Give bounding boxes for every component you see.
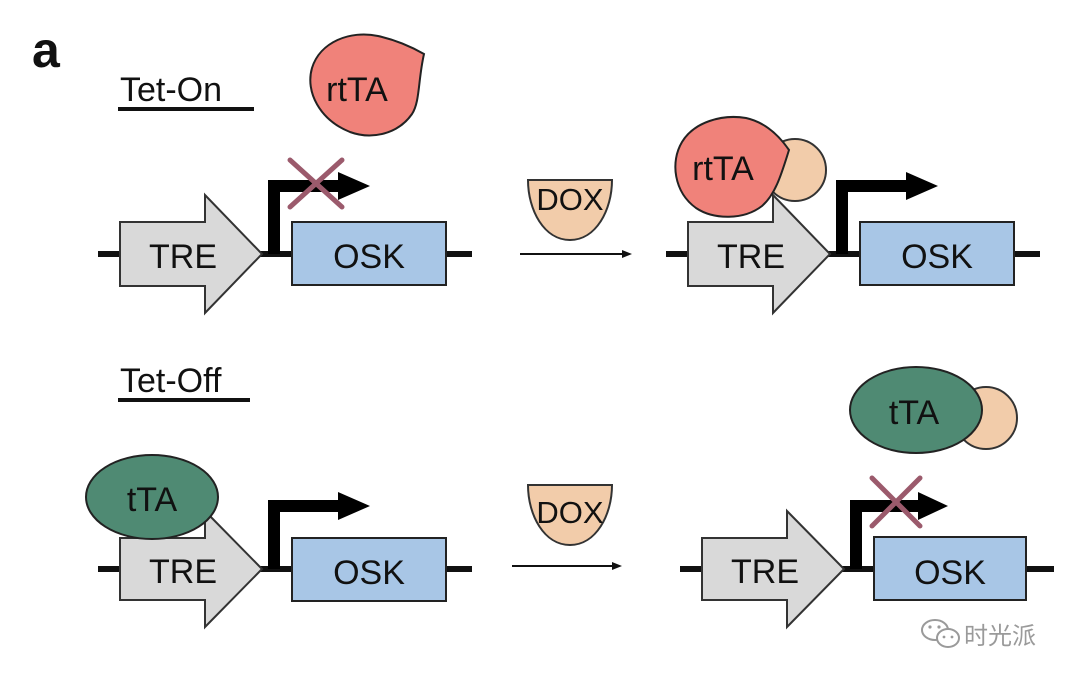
watermark-text: 时光派 — [964, 622, 1036, 650]
dox-molecule — [526, 179, 614, 242]
tet-off-before-construct: TRE OSK tTA — [85, 454, 472, 630]
wechat-icon — [921, 619, 960, 648]
tta-label: tTA — [889, 394, 940, 432]
tet-on-title-underline — [118, 107, 254, 111]
tet-on-panel: Tet-On TRE OSK rtTA DOX — [98, 33, 1040, 316]
dox-label: DOX — [536, 182, 604, 217]
transcription-start-arrow — [836, 180, 908, 254]
tet-off-title-underline — [118, 398, 250, 402]
tta-protein — [849, 366, 983, 454]
arrowhead — [918, 492, 948, 520]
tre-label: TRE — [149, 238, 217, 276]
dox-label: DOX — [536, 495, 604, 530]
tre-label: TRE — [149, 553, 217, 591]
arrowhead — [338, 172, 370, 200]
inhibition-cross-icon — [287, 157, 345, 210]
osk-gene — [291, 537, 447, 602]
tre-label: TRE — [731, 553, 799, 591]
tet-off-title: Tet-Off — [120, 362, 222, 400]
osk-label: OSK — [901, 238, 973, 276]
rtta-label: rtTA — [326, 71, 388, 109]
rtta-label: rtTA — [692, 150, 754, 188]
tre-promoter — [701, 508, 846, 630]
tre-promoter — [119, 192, 264, 316]
dox-molecule — [526, 484, 614, 547]
reaction-arrowhead — [612, 562, 622, 570]
tet-off-dox-transition: DOX — [512, 484, 622, 570]
osk-label: OSK — [333, 238, 405, 276]
tre-promoter — [687, 192, 832, 316]
arrowhead — [338, 492, 370, 520]
reaction-arrowhead — [622, 250, 632, 258]
transcription-start-arrow — [268, 500, 340, 569]
rtta-protein — [309, 33, 426, 137]
tet-off-after-construct: TRE OSK tTA — [680, 366, 1054, 630]
osk-gene — [873, 536, 1027, 601]
watermark: 时光派 — [921, 619, 1036, 650]
osk-label: OSK — [333, 554, 405, 592]
osk-gene — [291, 221, 447, 286]
tre-promoter — [119, 508, 264, 630]
tet-on-dox-transition: DOX — [520, 179, 632, 258]
arrowhead — [906, 172, 938, 200]
tet-on-before-construct: TRE OSK rtTA — [98, 33, 472, 316]
osk-label: OSK — [914, 554, 986, 592]
tta-label: tTA — [127, 481, 178, 519]
tet-off-panel: Tet-Off TRE OSK tTA DOX TRE OSK — [85, 362, 1054, 630]
panel-letter: a — [32, 22, 61, 78]
osk-gene — [859, 221, 1015, 286]
tet-on-after-construct: TRE OSK rtTA — [666, 116, 1040, 316]
tre-label: TRE — [717, 238, 785, 276]
rtta-protein — [674, 116, 791, 218]
tet-on-title: Tet-On — [120, 71, 222, 109]
inhibition-cross-icon — [869, 475, 923, 529]
tta-protein — [85, 454, 219, 540]
